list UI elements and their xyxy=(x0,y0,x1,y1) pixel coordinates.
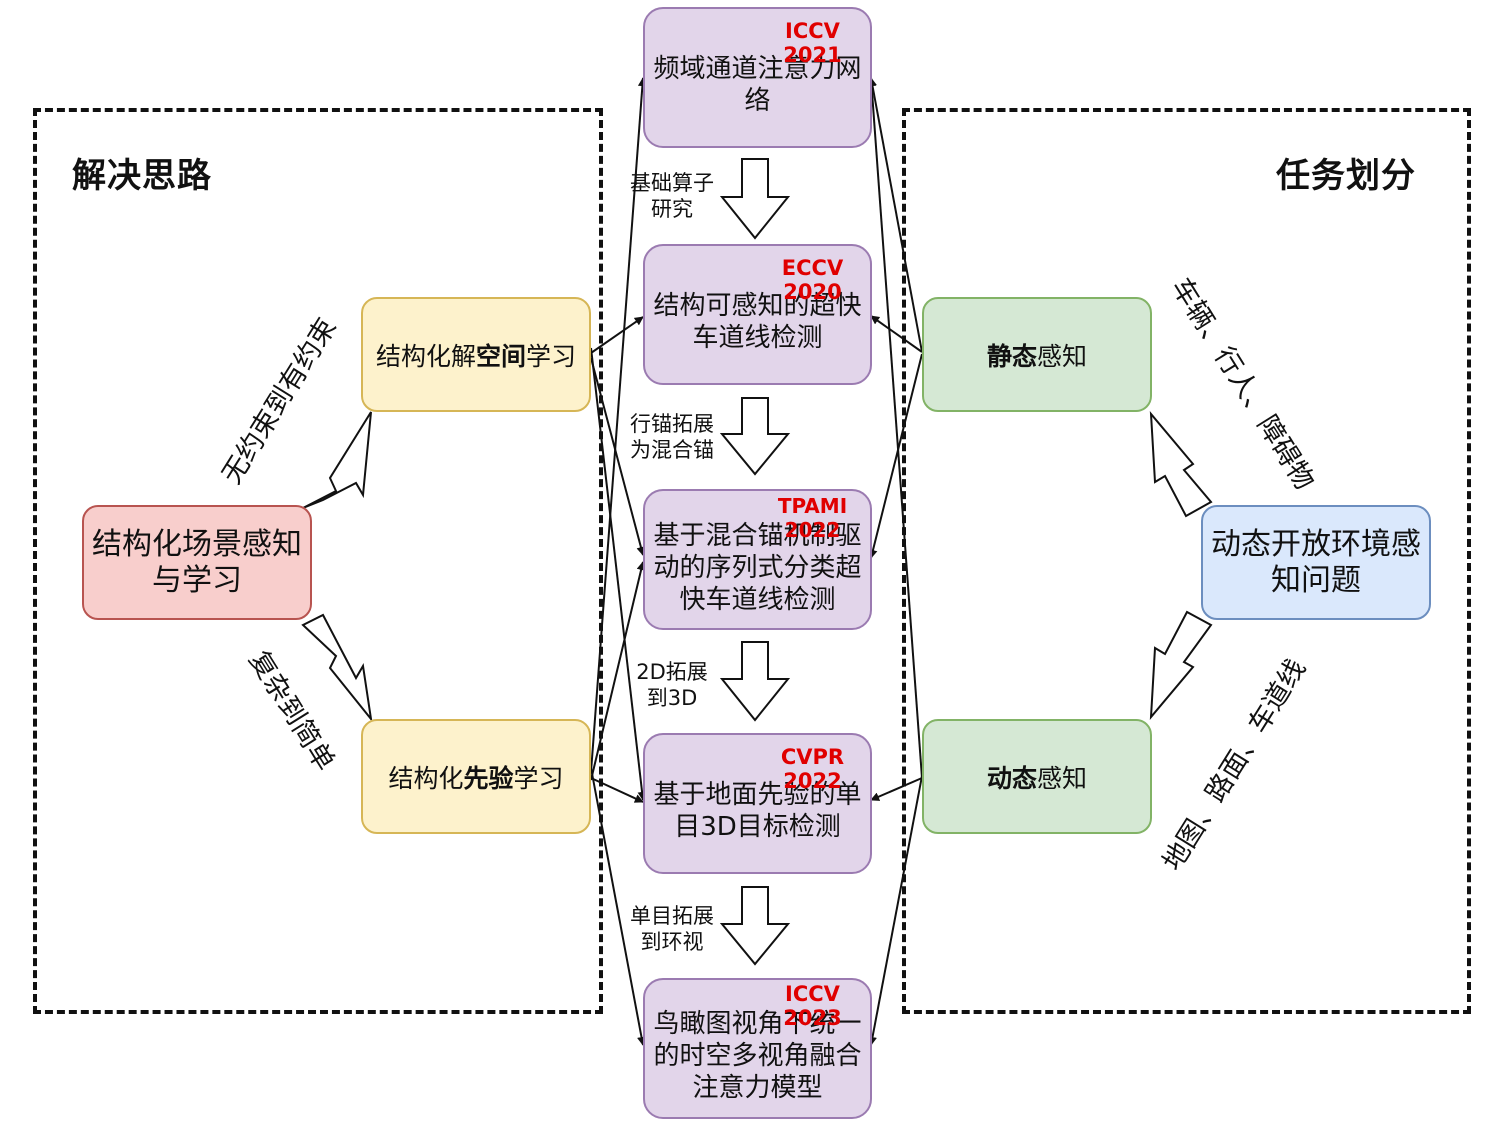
paper-node-5: ICCV 2023 鸟瞰图视角下统一的时空多视角融合注意力模型 xyxy=(643,978,872,1119)
connector-prior-to-iccv2023 xyxy=(590,767,646,1046)
paper-venue-4: CVPR 2022 xyxy=(780,745,845,793)
node-space-learning-bold: 空间 xyxy=(475,341,526,371)
hollow-arrow-step-3 xyxy=(719,641,791,722)
paper-title-1: 频域通道注意力网络 xyxy=(653,53,862,116)
paper-title-5: 鸟瞰图视角下统一的时空多视角融合注意力模型 xyxy=(653,1008,862,1103)
connector-prior-to-tpami2022 xyxy=(590,561,646,781)
right-dashed-panel xyxy=(902,108,1471,1014)
paper-node-4: CVPR 2022 基于地面先验的单目3D目标检测 xyxy=(643,733,872,874)
step-label-2-line2: 为混合锚 xyxy=(630,438,714,462)
connector-static-to-iccv2021 xyxy=(868,77,923,353)
node-dynamic-perception-bold: 动态 xyxy=(986,763,1037,793)
node-dynamic-perception-suffix: 感知 xyxy=(1037,763,1088,793)
paper-title-3: 基于混合锚机制驱动的序列式分类超快车道线检测 xyxy=(653,520,862,615)
connector-dynamic-to-iccv2021 xyxy=(867,77,923,779)
paper-venue-1: ICCV 2021 xyxy=(783,19,842,67)
paper-title-4: 基于地面先验的单目3D目标检测 xyxy=(653,779,862,842)
node-static-perception: 静态感知 xyxy=(922,297,1152,412)
hollow-arrow-step-4 xyxy=(719,886,791,966)
step-label-2: 行锚拓展 为混合锚 xyxy=(622,411,722,463)
step-label-2-line1: 行锚拓展 xyxy=(630,412,714,436)
connector-prior-to-cvpr2022 xyxy=(590,777,644,803)
left-dashed-panel xyxy=(33,108,603,1014)
step-label-4: 单目拓展 到环视 xyxy=(622,903,722,955)
paper-venue-3: TPAMI 2022 xyxy=(777,494,848,542)
paper-venue-2: ECCV 2020 xyxy=(781,256,844,304)
connector-static-to-eccv2020 xyxy=(870,315,923,353)
root-node-structured-perception: 结构化场景感知与学习 xyxy=(82,505,312,620)
hollow-arrow-down-right xyxy=(1149,610,1213,720)
hollow-arrow-step-1 xyxy=(719,158,791,240)
step-label-3: 2D拓展 到3D xyxy=(622,659,722,711)
connector-space-to-cvpr2022 xyxy=(590,347,647,801)
node-static-perception-suffix: 感知 xyxy=(1037,341,1088,371)
hollow-arrow-step-2 xyxy=(719,397,791,476)
step-label-1: 基础算子 研究 xyxy=(622,170,722,222)
hollow-arrow-down-left xyxy=(301,613,373,723)
connector-static-to-tpami2022 xyxy=(868,353,923,559)
step-label-1-line2: 研究 xyxy=(651,197,693,221)
node-dynamic-perception: 动态感知 xyxy=(922,719,1152,834)
step-label-4-line2: 到环视 xyxy=(640,930,704,954)
connector-prior-to-iccv2021 xyxy=(590,77,647,773)
step-label-3-line1: 2D拓展 xyxy=(636,660,708,684)
node-prior-learning-suffix: 学习 xyxy=(513,763,564,793)
connector-dynamic-to-cvpr2022 xyxy=(870,777,923,801)
node-space-learning-suffix: 学习 xyxy=(526,341,577,371)
left-panel-title: 解决思路 xyxy=(72,156,212,196)
connector-space-to-eccv2020 xyxy=(590,316,644,354)
step-label-1-line1: 基础算子 xyxy=(630,171,714,195)
paper-node-1: ICCV 2021 频域通道注意力网络 xyxy=(643,7,872,148)
paper-title-2: 结构可感知的超快车道线检测 xyxy=(653,290,862,353)
root-node-structured-perception-text: 结构化场景感知与学习 xyxy=(92,526,302,598)
step-label-4-line1: 单目拓展 xyxy=(630,904,714,928)
node-space-learning-prefix: 结构化解 xyxy=(375,341,476,371)
root-node-dynamic-open-env-text: 动态开放环境感知问题 xyxy=(1211,526,1421,598)
paper-node-3: TPAMI 2022 基于混合锚机制驱动的序列式分类超快车道线检测 xyxy=(643,489,872,630)
hollow-arrow-up-right xyxy=(1149,411,1213,518)
node-prior-learning: 结构化先验学习 xyxy=(361,719,591,834)
node-prior-learning-prefix: 结构化 xyxy=(388,763,464,793)
root-node-dynamic-open-env: 动态开放环境感知问题 xyxy=(1201,505,1431,620)
paper-node-2: ECCV 2020 结构可感知的超快车道线检测 xyxy=(643,244,872,385)
step-label-3-line2: 到3D xyxy=(646,686,698,710)
node-prior-learning-bold: 先验 xyxy=(463,763,514,793)
right-panel-title: 任务划分 xyxy=(1276,156,1416,196)
connector-space-to-tpami2022 xyxy=(590,357,646,556)
connector-dynamic-to-iccv2023 xyxy=(868,775,923,1046)
node-static-perception-bold: 静态 xyxy=(986,341,1037,371)
hollow-arrow-up-left xyxy=(302,411,372,509)
paper-venue-5: ICCV 2023 xyxy=(783,982,842,1030)
node-space-learning: 结构化解空间学习 xyxy=(361,297,591,412)
